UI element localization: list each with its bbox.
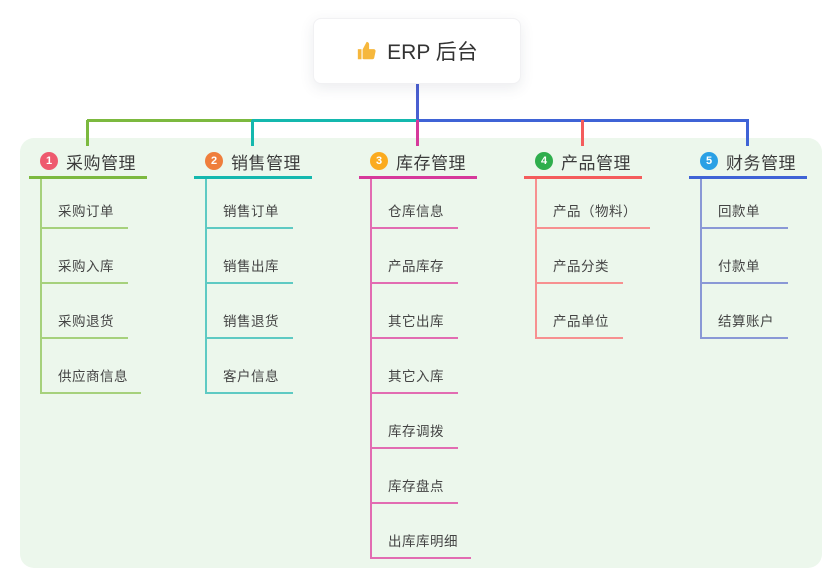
branch-title: 产品管理 [561, 153, 631, 173]
branch-column-2: 2 销售管理销售订单销售出库销售退货客户信息 [194, 146, 359, 394]
child-node[interactable]: 采购入库 [42, 229, 128, 284]
branch-title: 财务管理 [726, 153, 796, 173]
child-node[interactable]: 销售出库 [207, 229, 293, 284]
child-node[interactable]: 库存调拨 [372, 394, 458, 449]
branch-number-badge: 4 [535, 152, 553, 170]
branch-children-list: 产品（物料）产品分类产品单位 [535, 179, 650, 339]
child-node[interactable]: 供应商信息 [42, 339, 141, 394]
branch-header-5[interactable]: 5 财务管理 [689, 146, 807, 179]
branch-children-list: 回款单付款单结算账户 [700, 179, 788, 339]
thumbs-up-icon [358, 41, 376, 60]
child-node[interactable]: 付款单 [702, 229, 788, 284]
root-node-title: ERP 后台 [387, 41, 478, 64]
child-node[interactable]: 采购退货 [42, 284, 128, 339]
child-node[interactable]: 其它入库 [372, 339, 458, 394]
trunk-line [416, 84, 419, 122]
branch-header-1[interactable]: 1 采购管理 [29, 146, 147, 179]
branch-title: 销售管理 [231, 153, 301, 173]
branches-panel [20, 138, 822, 568]
branch-drop-line-4 [581, 120, 584, 146]
bus-segment-middle [252, 119, 419, 122]
child-node[interactable]: 产品（物料） [537, 179, 650, 229]
branch-children-list: 仓库信息产品库存其它出库其它入库库存调拨库存盘点出库库明细 [370, 179, 471, 559]
child-node[interactable]: 销售订单 [207, 179, 293, 229]
branch-column-1: 1 采购管理采购订单采购入库采购退货供应商信息 [29, 146, 194, 394]
branch-children-list: 销售订单销售出库销售退货客户信息 [205, 179, 293, 394]
child-node[interactable]: 产品分类 [537, 229, 623, 284]
branch-drop-line-5 [746, 120, 749, 146]
branch-title: 库存管理 [396, 153, 466, 173]
branch-number-badge: 3 [370, 152, 388, 170]
branch-number-badge: 5 [700, 152, 718, 170]
child-node[interactable]: 采购订单 [42, 179, 128, 229]
branch-header-2[interactable]: 2 销售管理 [194, 146, 312, 179]
child-node[interactable]: 出库库明细 [372, 504, 471, 559]
branch-title: 采购管理 [66, 153, 136, 173]
child-node[interactable]: 销售退货 [207, 284, 293, 339]
child-node[interactable]: 库存盘点 [372, 449, 458, 504]
branch-drop-line-3 [416, 120, 419, 146]
bus-segment-left [87, 119, 254, 122]
branch-drop-line-1 [86, 120, 89, 146]
branch-column-5: 5 财务管理回款单付款单结算账户 [689, 146, 839, 339]
child-node[interactable]: 产品单位 [537, 284, 623, 339]
branch-column-4: 4 产品管理产品（物料）产品分类产品单位 [524, 146, 689, 339]
branch-number-badge: 2 [205, 152, 223, 170]
branch-column-3: 3 库存管理仓库信息产品库存其它出库其它入库库存调拨库存盘点出库库明细 [359, 146, 524, 559]
child-node[interactable]: 产品库存 [372, 229, 458, 284]
child-node[interactable]: 结算账户 [702, 284, 788, 339]
root-node-erp[interactable]: ERP 后台 [313, 18, 521, 84]
branch-header-4[interactable]: 4 产品管理 [524, 146, 642, 179]
branch-children-list: 采购订单采购入库采购退货供应商信息 [40, 179, 141, 394]
child-node[interactable]: 客户信息 [207, 339, 293, 394]
child-node[interactable]: 其它出库 [372, 284, 458, 339]
branch-number-badge: 1 [40, 152, 58, 170]
branch-drop-line-2 [251, 120, 254, 146]
branch-header-3[interactable]: 3 库存管理 [359, 146, 477, 179]
child-node[interactable]: 仓库信息 [372, 179, 458, 229]
child-node[interactable]: 回款单 [702, 179, 788, 229]
